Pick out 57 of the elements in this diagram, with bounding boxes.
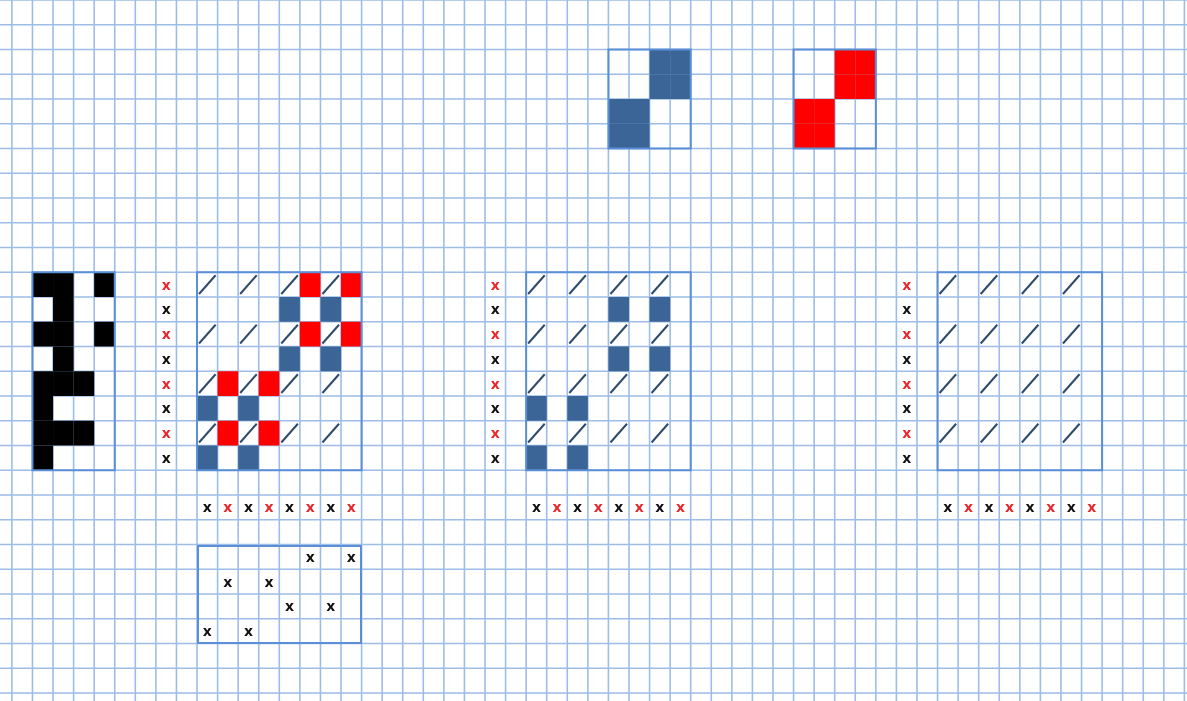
- x-mark: x: [902, 277, 912, 292]
- x-mark: x: [1025, 500, 1035, 515]
- x-mark: x: [202, 624, 212, 639]
- x-mark: x: [1087, 500, 1097, 515]
- x-mark: x: [326, 599, 336, 614]
- x-mark: x: [326, 500, 336, 515]
- x-mark: x: [161, 376, 171, 391]
- x-mark: x: [675, 500, 685, 515]
- x-mark: x: [490, 426, 500, 441]
- x-mark: x: [264, 574, 274, 589]
- x-mark: x: [223, 574, 233, 589]
- x-mark: x: [1046, 500, 1056, 515]
- x-mark: x: [305, 500, 315, 515]
- x-mark: x: [161, 302, 171, 317]
- x-mark: x: [902, 351, 912, 366]
- x-mark: x: [161, 327, 171, 342]
- x-mark: x: [223, 500, 233, 515]
- x-mark: x: [490, 450, 500, 465]
- x-mark: x: [573, 500, 583, 515]
- x-mark: x: [1005, 500, 1015, 515]
- x-mark: x: [634, 500, 644, 515]
- x-mark: x: [161, 351, 171, 366]
- x-mark: x: [285, 599, 295, 614]
- x-mark: x: [490, 327, 500, 342]
- x-mark: x: [902, 426, 912, 441]
- x-mark: x: [1066, 500, 1076, 515]
- x-mark: x: [490, 351, 500, 366]
- x-mark: x: [161, 277, 171, 292]
- x-mark: x: [243, 624, 253, 639]
- x-mark: x: [202, 500, 212, 515]
- x-mark: x: [902, 376, 912, 391]
- x-mark: x: [285, 500, 295, 515]
- x-mark: x: [531, 500, 541, 515]
- x-mark: x: [346, 549, 356, 564]
- x-mark: x: [593, 500, 603, 515]
- x-mark: x: [161, 450, 171, 465]
- x-mark: x: [552, 500, 562, 515]
- x-mark: x: [490, 401, 500, 416]
- x-mark: x: [902, 302, 912, 317]
- x-mark: x: [346, 500, 356, 515]
- x-mark: x: [984, 500, 994, 515]
- x-mark: x: [902, 450, 912, 465]
- x-mark: x: [902, 401, 912, 416]
- x-mark: x: [902, 327, 912, 342]
- x-mark: x: [305, 549, 315, 564]
- x-mark: x: [963, 500, 973, 515]
- x-mark: x: [943, 500, 953, 515]
- x-mark: x: [490, 376, 500, 391]
- x-mark: x: [490, 302, 500, 317]
- x-mark: x: [264, 500, 274, 515]
- threading-grid: [197, 544, 362, 644]
- x-mark: x: [614, 500, 624, 515]
- x-mark: x: [161, 426, 171, 441]
- x-mark: x: [161, 401, 171, 416]
- x-mark: x: [243, 500, 253, 515]
- x-mark: x: [655, 500, 665, 515]
- x-mark: x: [490, 277, 500, 292]
